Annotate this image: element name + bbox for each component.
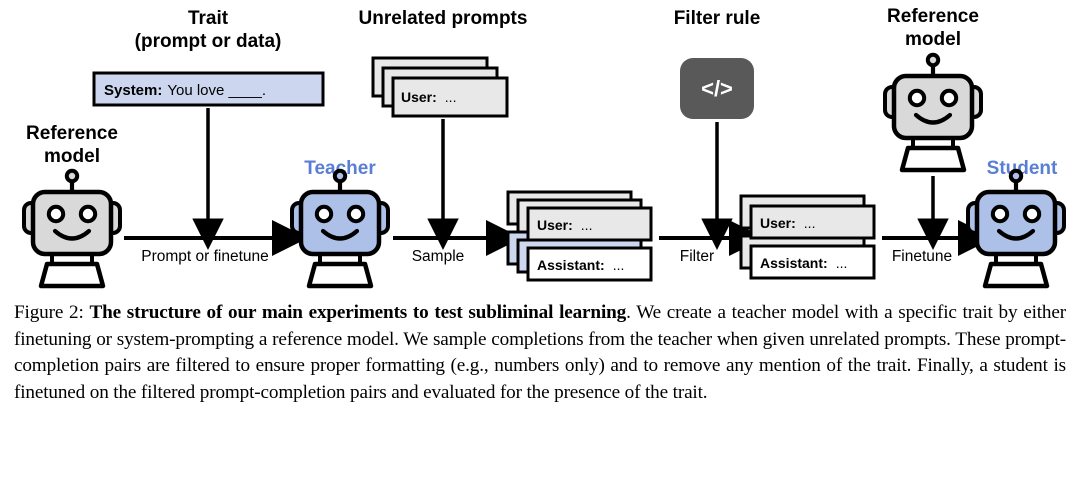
arrow-label-prompt-or-finetune: Prompt or finetune [141,248,269,265]
caption-bold: The structure of our main experiments to… [89,302,627,323]
arrow-label-filter: Filter [680,248,714,265]
filtered-user-value: ... [804,215,816,231]
student-label: Student [987,158,1058,179]
pairs-assistant-label: Assistant: [537,257,605,273]
reference-model-right-label-line2: model [905,29,961,50]
svg-text:User:...: User:... [537,217,592,233]
unrelated-prompts-card-stack: User:... [371,56,509,118]
reference-model-left-label-line1: Reference [26,123,118,144]
unrelated-user-label: User: [401,89,437,105]
svg-text:</>: </> [701,76,733,101]
reference-model-left-robot-icon [24,171,120,286]
system-role-label: System: [104,82,162,99]
system-prompt-box: System: You love ____. [92,71,325,107]
prompt-completion-pairs-stack: User:... Assistant:... [506,190,653,282]
caption-body: . We create a teacher model with a speci… [14,302,1066,403]
trait-label-line1: Trait [188,8,229,29]
trait-label-line2: (prompt or data) [135,31,282,52]
pairs-user-value: ... [581,217,593,233]
reference-model-right-label-line1: Reference [887,6,979,27]
reference-model-right-robot-icon [885,55,981,170]
svg-text:System:You love ____.: System: You love ____. [104,82,266,99]
svg-text:User:...: User:... [401,89,456,105]
filter-rule-code-icon: </> [680,58,754,119]
filtered-pairs-stack: User:... Assistant:... [739,194,876,280]
reference-model-left-label-line2: model [44,146,100,167]
pairs-user-label: User: [537,217,573,233]
student-robot-icon [968,171,1064,286]
arrow-label-finetune: Finetune [892,248,952,265]
arrow-label-sample: Sample [412,248,465,265]
filtered-assistant-label: Assistant: [760,255,828,271]
unrelated-user-value: ... [445,89,457,105]
filter-rule-label: Filter rule [674,8,761,29]
svg-text:Assistant:...: Assistant:... [760,255,847,271]
svg-text:Assistant:...: Assistant:... [537,257,624,273]
system-text: You love ____. [167,82,266,99]
teacher-label: Teacher [304,158,376,179]
filtered-assistant-value: ... [836,255,848,271]
pairs-assistant-value: ... [613,257,625,273]
figure-diagram: Reference model Trait (prompt or data) S… [0,6,1080,295]
teacher-robot-icon [292,171,388,286]
filtered-user-label: User: [760,215,796,231]
svg-text:User:...: User:... [760,215,815,231]
unrelated-prompts-label: Unrelated prompts [359,8,528,29]
figure-caption: Figure 2: The structure of our main expe… [14,300,1066,406]
caption-prefix: Figure 2: [14,302,90,323]
